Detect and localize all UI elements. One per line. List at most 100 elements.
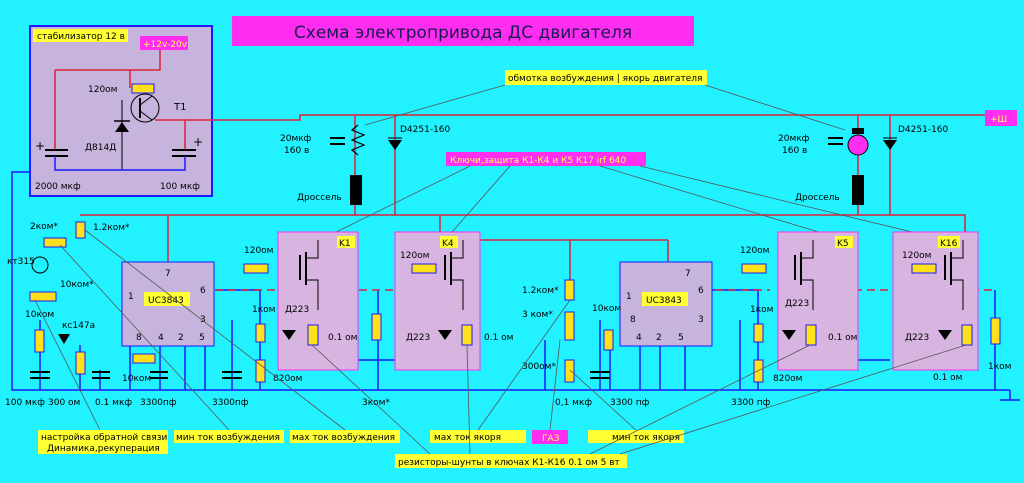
key-k5: K5 Д223 0.1 ом (777, 231, 859, 371)
choke-left (350, 175, 362, 205)
label-sh1: 0.1 ом (328, 333, 357, 343)
label-d223-a: Д223 (285, 305, 309, 315)
keys-label: Ключи,защита К1-К4 и К5 К17 irf 640 (450, 156, 626, 166)
label-pin8b: 8 (630, 315, 636, 325)
zener-diode (115, 122, 129, 132)
label-cap1b: 160 в (284, 146, 309, 156)
label-pin3b: 3 (698, 315, 704, 325)
label-b3300c: 3300 пф (610, 398, 650, 408)
label-k4: K4 (442, 239, 454, 249)
label-r300: 300ом* (522, 362, 556, 372)
winding-label: обмотка возбуждения | якорь двигателя (508, 74, 702, 84)
label-pin2: 2 (178, 333, 184, 343)
label-choke2: Дроссель (795, 193, 840, 203)
left-power-section: 20мкф 160 в D4251-160 Дроссель (280, 124, 451, 205)
label-b100mkf: 100 мкф (5, 398, 45, 408)
label-pin3: 3 (200, 315, 206, 325)
stabilizer-input: +12v-20v (143, 40, 188, 50)
label-pin7: 7 (165, 269, 171, 279)
label-r1k-a: 1ком (252, 305, 275, 315)
label-b3300a: 3300пф (140, 398, 177, 408)
label-pin7b: 7 (685, 269, 691, 279)
label-max-arm: мах ток якоря (434, 433, 501, 443)
label-sh3: 0.1 ом (828, 333, 857, 343)
label-r1k-b: 1ком (750, 305, 773, 315)
label-r120-b: 120ом (400, 251, 429, 261)
label-r10k-d: 10ком (592, 304, 621, 314)
label-cap1: 20мкф (280, 134, 312, 144)
title-box (232, 16, 694, 46)
label-sh2: 0.1 ом (484, 333, 513, 343)
tune-label-2: Динамика,рекуперация (47, 444, 160, 454)
label-r120-c: 120ом (740, 246, 769, 256)
diode-right-label: D4251-160 (898, 125, 949, 135)
label-pin8: 8 (136, 333, 142, 343)
zener-label: Д814Д (85, 143, 116, 153)
label-b01mkf2: 0,1 мкф (555, 398, 592, 408)
label-chip2: UC3843 (646, 296, 682, 306)
gas-label: ГАЗ (542, 434, 560, 444)
label-pin6b: 6 (698, 286, 704, 296)
diode-left (388, 140, 402, 150)
label-d223-b: Д223 (406, 333, 430, 343)
diode-right (883, 140, 897, 150)
svg-text:+: + (35, 139, 45, 153)
label-b3300d: 3300 пф (731, 398, 771, 408)
label-pin5b: 5 (678, 333, 684, 343)
label-pin1b: 1 (626, 292, 632, 302)
tune-label: настройка обратной связи (41, 433, 168, 443)
label-r820-a: 820ом (273, 374, 302, 384)
label-r10k-b: 10ком (25, 310, 54, 320)
label-r2k: 2ком* (30, 222, 58, 232)
motor-icon (847, 134, 869, 156)
choke-right (852, 175, 864, 205)
label-kt315: кт315 (7, 257, 35, 267)
label-r1k-c: 1ком (988, 362, 1011, 372)
label-pin4: 4 (158, 333, 164, 343)
stabilizer-block: стабилизатор 12 в +12v-20v 120ом T1 Д814… (29, 25, 990, 197)
label-k1: K1 (339, 239, 351, 249)
label-r10k-c: 10ком (122, 374, 151, 384)
stab-cap-left: 2000 мкф (35, 182, 81, 192)
label-r12k2: 1.2ком* (522, 286, 559, 296)
label-r3kom: 3ком* (362, 398, 390, 408)
label-pin4b: 4 (636, 333, 642, 343)
label-pin5: 5 (199, 333, 205, 343)
stab-resistor-label: 120ом (88, 85, 117, 95)
page-title: Схема электропривода ДС двигателя (294, 23, 632, 43)
winding-left (350, 124, 366, 156)
label-k5: K5 (837, 239, 849, 249)
label-d223-c: Д223 (785, 299, 809, 309)
label-r12k: 1.2ком* (93, 223, 130, 233)
left-feedback-network: 2ком* 1.2ком* кт315 10ком* 10ком кс147а … (7, 221, 242, 384)
label-sh4: 0.1 ом (933, 373, 962, 383)
label-b01mkf: 0.1 мкф (95, 398, 132, 408)
label-cap2: 20мкф (778, 134, 810, 144)
svg-text:+: + (193, 135, 203, 149)
label-pin1: 1 (128, 292, 134, 302)
transistor-t1 (130, 93, 160, 123)
stab-resistor (131, 83, 155, 94)
stab-cap-right: 100 мкф (160, 182, 200, 192)
label-pin6: 6 (200, 286, 206, 296)
plus-supply: +Ш (990, 115, 1007, 125)
right-power-section: 20мкф 160 в D4251-160 Дроссель (778, 125, 949, 205)
key-k16: K16 Д223 0.1 ом (892, 231, 979, 383)
label-r3k: 3 ком* (522, 310, 553, 320)
shunts-label: резисторы-шунты в ключах К1-К16 0.1 ом 5… (398, 458, 620, 468)
key-k1: K1 Д223 0.1 ом (277, 231, 359, 371)
label-k16: K16 (940, 239, 958, 249)
key-k4: K4 Д223 0.1 ом (394, 231, 513, 371)
label-r820-b: 820ом (773, 374, 802, 384)
stabilizer-title: стабилизатор 12 в (37, 32, 125, 42)
diode-left-label: D4251-160 (400, 125, 451, 135)
label-choke1: Дроссель (297, 193, 342, 203)
label-min-exc: мин ток возбуждения (176, 433, 280, 443)
label-r120-d: 120ом (902, 251, 931, 261)
label-kc147: кс147а (62, 321, 95, 331)
label-max-exc: мах ток возбуждения (292, 433, 395, 443)
label-b3300b: 3300пф (212, 398, 249, 408)
label-min-arm: мин ток якоря (612, 433, 680, 443)
label-d223-d: Д223 (905, 333, 929, 343)
